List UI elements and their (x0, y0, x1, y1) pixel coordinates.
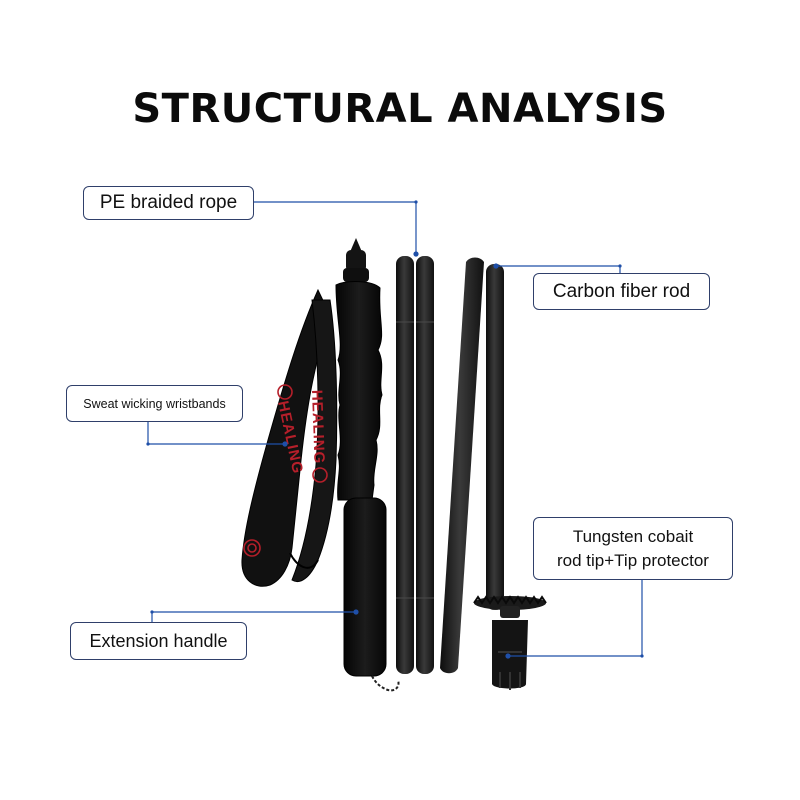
carbon-rod-4 (486, 264, 504, 610)
leader-handle (151, 611, 356, 622)
label-carbon-fiber-rod-text: Carbon fiber rod (552, 280, 691, 302)
label-pe-braided-rope: PE braided rope (83, 186, 254, 220)
label-sweat-wicking-wristbands-text: Sweat wicking wristbands (83, 396, 226, 411)
strap-text-2: HEALING (308, 390, 328, 465)
tip-protector (492, 620, 528, 690)
page-title: STRUCTURAL ANALYSIS (132, 86, 668, 132)
leader-wrist (147, 422, 285, 445)
tip-basket (473, 595, 547, 618)
leader-dots (146, 200, 644, 659)
label-sweat-wicking-wristbands: Sweat wicking wristbands (66, 385, 243, 422)
label-extension-handle: Extension handle (70, 622, 247, 660)
carbon-rod-1 (396, 256, 414, 674)
wrist-strap: HEALING HEALING (241, 288, 338, 587)
extension-handle (335, 238, 400, 692)
carbon-rod-2 (416, 256, 434, 674)
label-rod-tip: Tungsten cobait rod tip+Tip protector (533, 517, 733, 580)
strap-print (243, 384, 328, 557)
carbon-rod-3 (440, 257, 484, 674)
label-carbon-fiber-rod: Carbon fiber rod (533, 273, 710, 310)
leader-tip (508, 580, 643, 657)
label-rod-tip-line-1: Tungsten cobait (572, 526, 694, 546)
leader-lines (147, 201, 643, 657)
label-extension-handle-text: Extension handle (89, 630, 228, 651)
leader-rope (254, 201, 417, 254)
label-rod-tip-line-2: rod tip+Tip protector (557, 550, 709, 570)
leader-carbon (496, 265, 621, 273)
label-pe-braided-rope-text: PE braided rope (99, 192, 238, 213)
